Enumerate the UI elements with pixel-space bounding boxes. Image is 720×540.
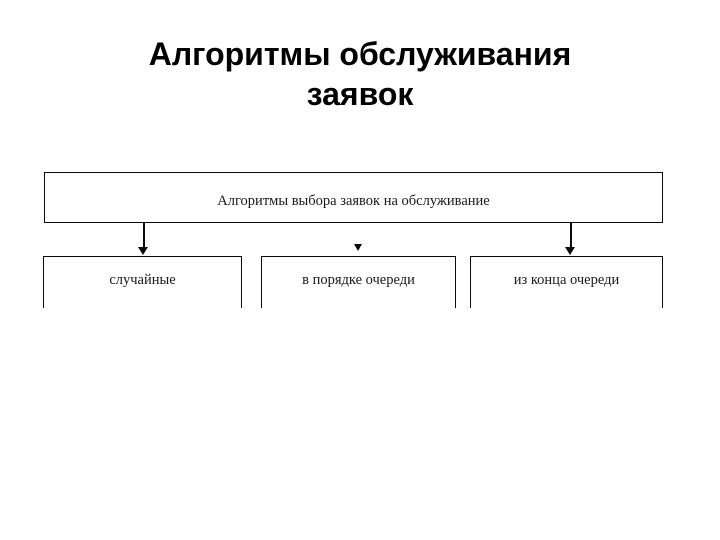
diagram-node-fifo-label: в порядке очереди <box>302 272 415 288</box>
down-arrow-icon <box>354 244 362 251</box>
diagram-node-random: случайные <box>43 256 242 308</box>
connector-line <box>570 222 572 251</box>
diagram-node-lifo: из конца очереди <box>470 256 663 308</box>
connector-line <box>143 222 145 251</box>
down-arrow-icon <box>138 247 148 255</box>
page-title: Алгоритмы обслуживания заявок <box>36 34 684 114</box>
down-arrow-icon <box>565 247 575 255</box>
diagram-node-lifo-label: из конца очереди <box>513 272 620 288</box>
diagram-node-random-label: случайные <box>109 272 176 288</box>
diagram-node-fifo: в порядке очереди <box>261 256 456 308</box>
diagram-node-root: Алгоритмы выбора заявок на обслуживание <box>44 172 663 223</box>
page-title-text: Алгоритмы обслуживания заявок <box>148 36 572 112</box>
diagram-node-root-label: Алгоритмы выбора заявок на обслуживание <box>217 193 490 209</box>
